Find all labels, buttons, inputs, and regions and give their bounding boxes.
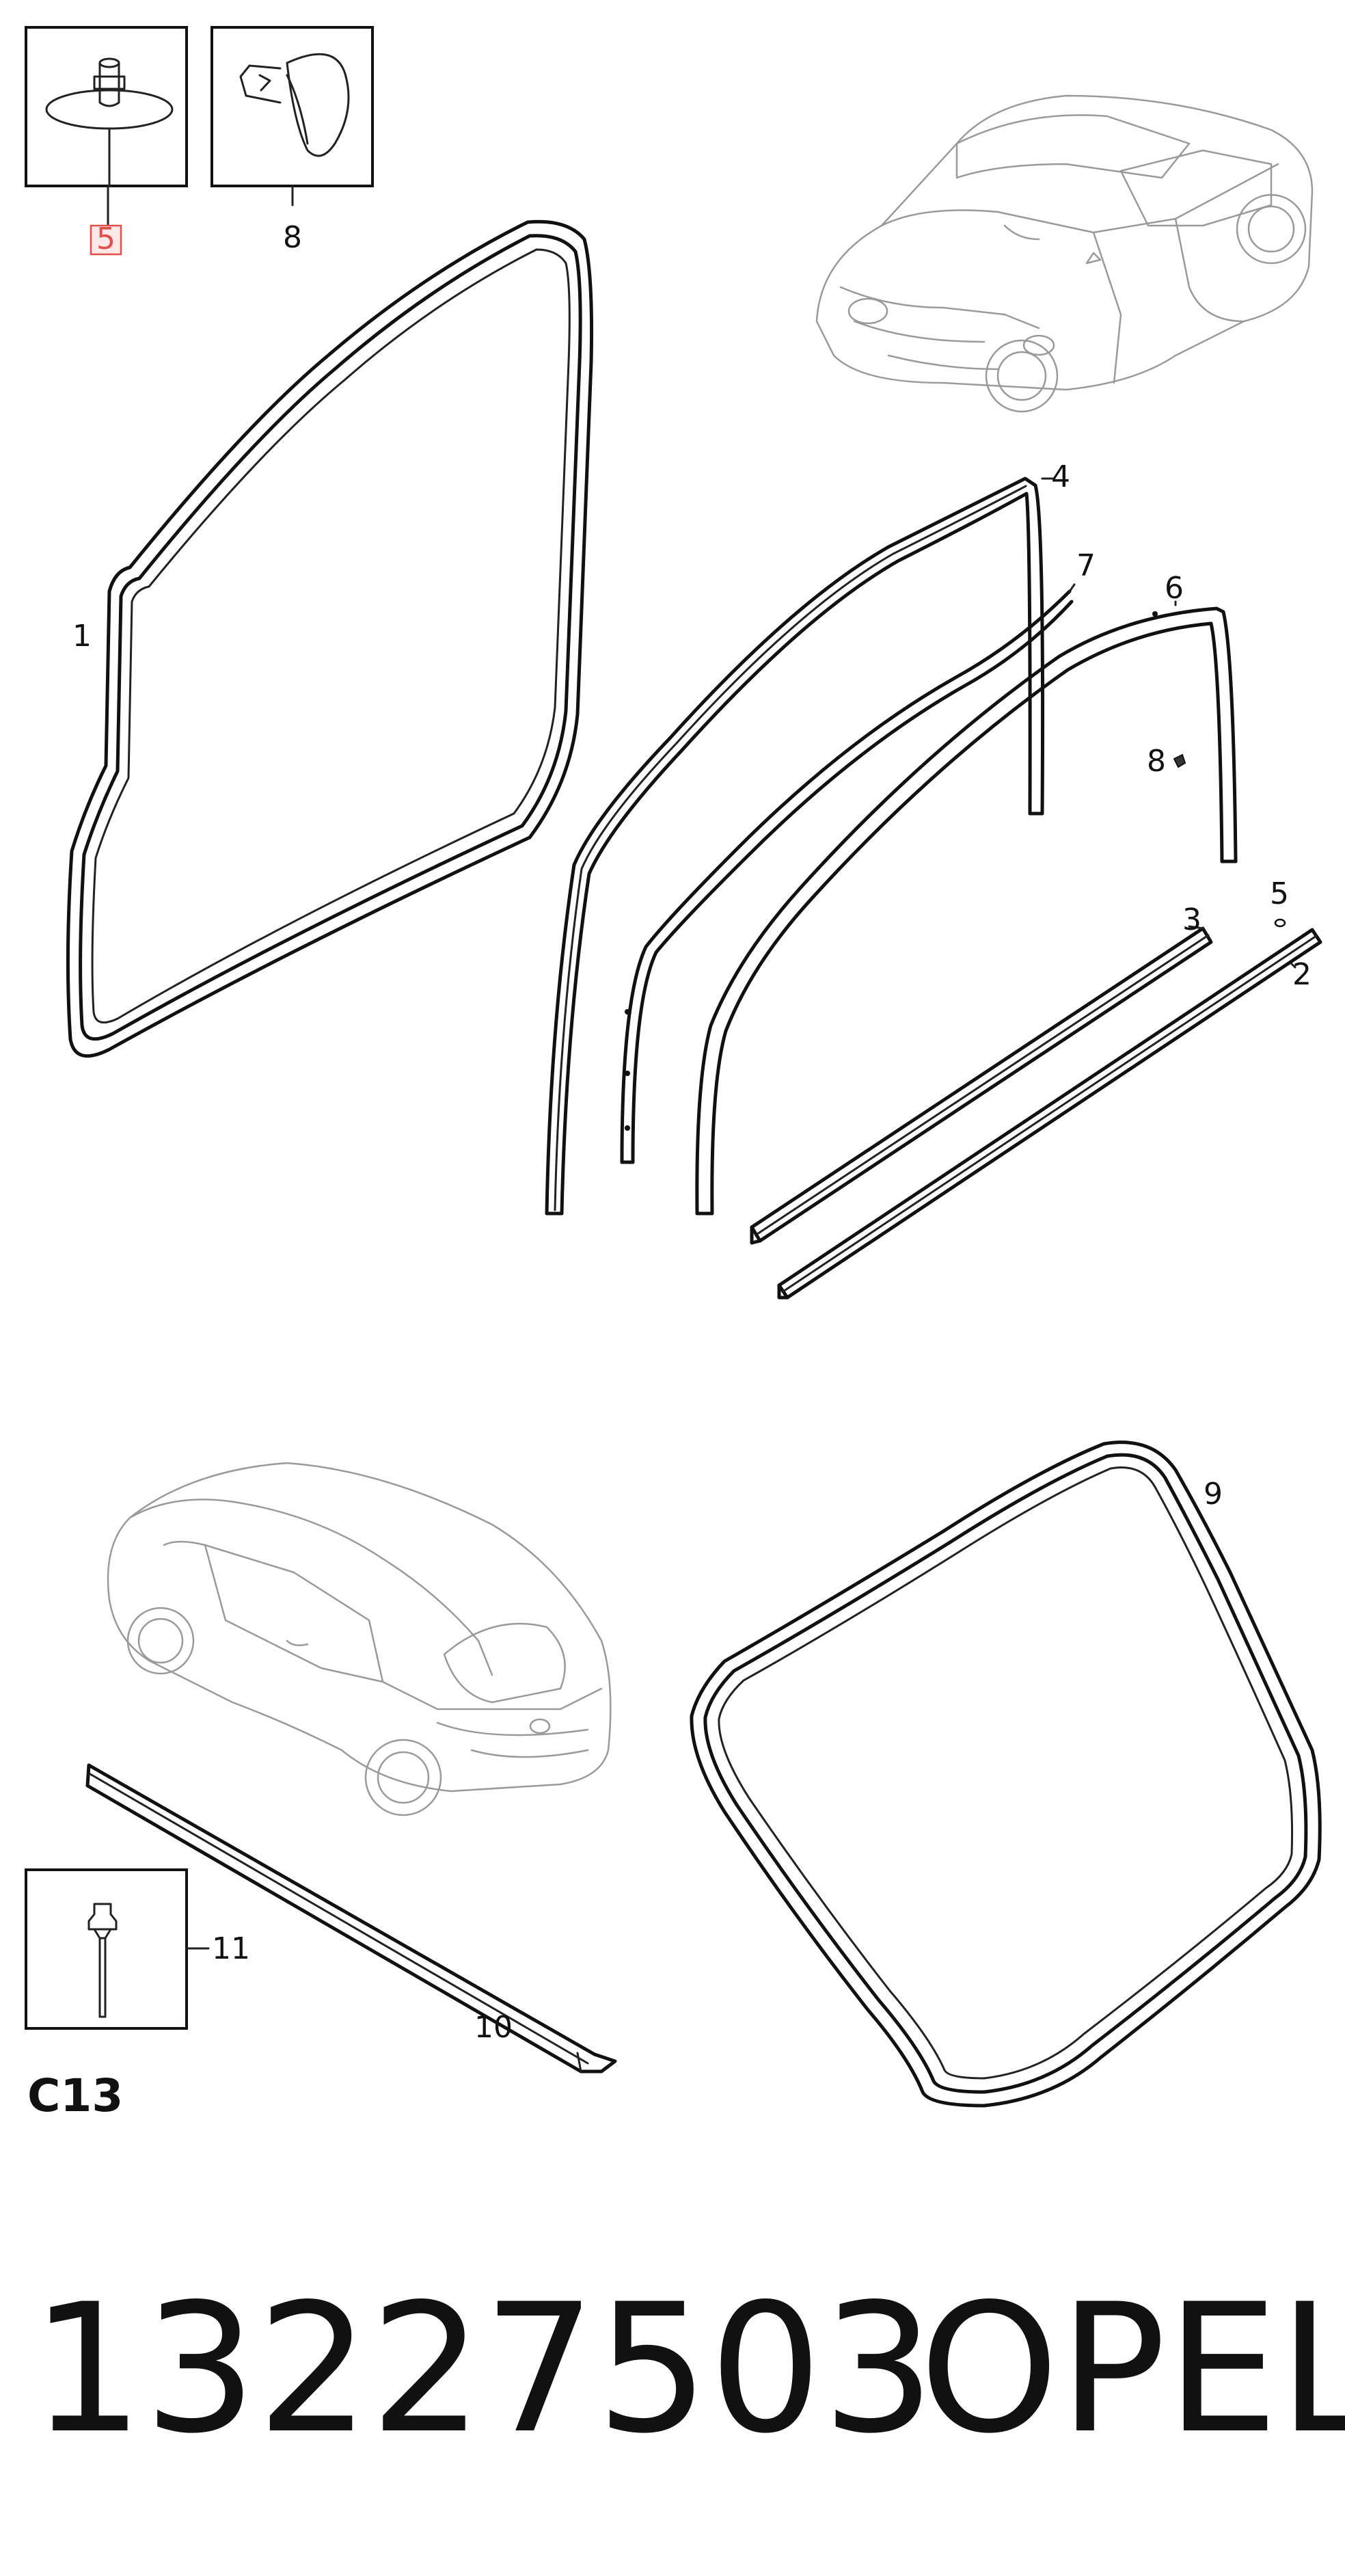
callout-4[interactable]: 4	[1051, 459, 1070, 494]
detail-box-5[interactable]	[25, 26, 188, 187]
part-number: 13227503	[31, 2266, 935, 2473]
part-6-strip[interactable]	[695, 606, 1238, 1216]
section-code: C13	[27, 2069, 123, 2122]
detail-box-11[interactable]	[25, 1868, 188, 2030]
callout-6[interactable]: 6	[1165, 571, 1184, 606]
callout-9[interactable]: 9	[1204, 1477, 1223, 1512]
highlight-box	[90, 224, 122, 256]
clip-icon	[239, 53, 350, 157]
part-4-frame-seal[interactable]	[545, 477, 1045, 1216]
callout-5-mid[interactable]: 5	[1270, 876, 1289, 911]
brand-name: OPEL	[919, 2266, 1345, 2473]
part-7-strip[interactable]	[620, 589, 1074, 1164]
callout-11[interactable]: 11	[212, 1931, 250, 1966]
car-front-view-icon	[815, 94, 1314, 413]
leader-3	[1188, 925, 1204, 930]
clip-8-small[interactable]	[1173, 753, 1186, 768]
fastener-5-small[interactable]	[1274, 918, 1286, 928]
car-rear-view-icon	[107, 1462, 612, 1816]
part-3-belt-strip[interactable]	[750, 926, 1213, 1245]
callout-7[interactable]: 7	[1076, 548, 1096, 583]
part-9-tailgate-seal[interactable]	[690, 1440, 1322, 2108]
callout-8-top[interactable]: 8	[283, 220, 302, 255]
leader-7	[1068, 583, 1076, 593]
part-2-belt-strip[interactable]	[777, 928, 1322, 1300]
callout-3[interactable]: 3	[1182, 902, 1201, 937]
rivet-icon	[87, 1903, 118, 2018]
callout-10[interactable]: 10	[474, 2010, 513, 2045]
callout-5-top[interactable]: 5	[96, 222, 116, 256]
part-10-trim-strip[interactable]	[85, 1763, 617, 2074]
callout-2[interactable]: 2	[1292, 957, 1312, 992]
callout-8-mid[interactable]: 8	[1147, 744, 1166, 779]
fastener-disc-icon	[45, 57, 174, 187]
callout-1[interactable]: 1	[72, 619, 92, 654]
part-1-door-seal[interactable]	[66, 219, 594, 1058]
leader-2	[1290, 963, 1296, 969]
detail-box-8[interactable]	[210, 26, 374, 187]
